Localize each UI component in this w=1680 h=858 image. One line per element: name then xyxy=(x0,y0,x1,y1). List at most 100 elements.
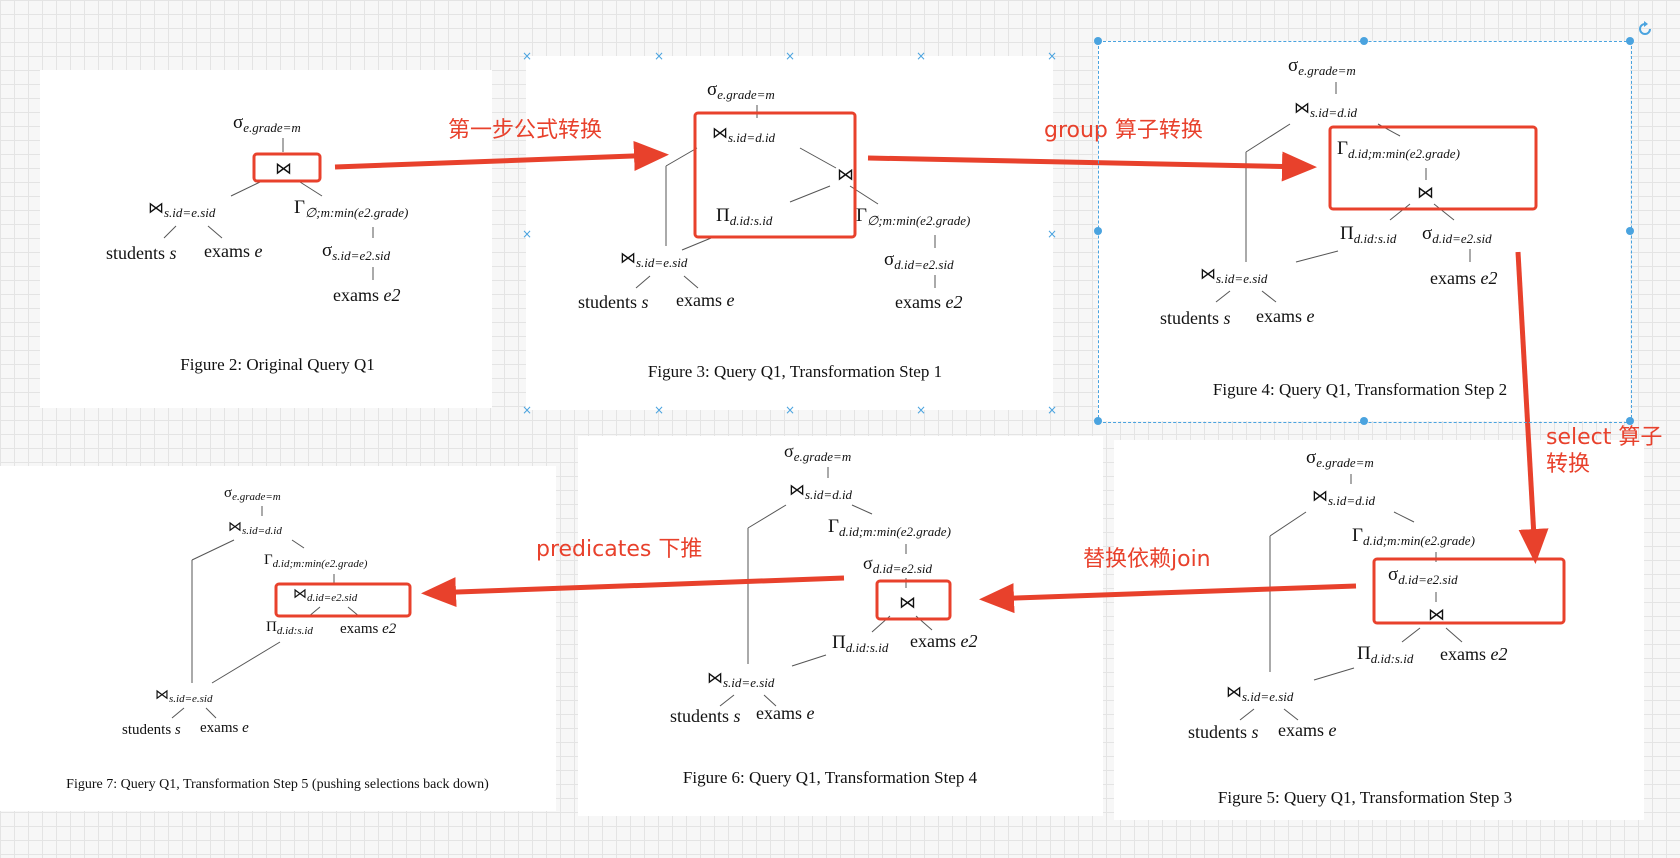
join-symbol: ⋈ xyxy=(837,165,854,184)
selection-frame[interactable] xyxy=(1098,41,1632,423)
svg-text:⋈s.id=e.sid: ⋈s.id=e.sid xyxy=(1200,266,1268,286)
relation-exams: exams xyxy=(676,290,722,310)
select-sub: e.grade=m xyxy=(232,491,281,503)
select-symbol: σ xyxy=(1422,223,1432,244)
project-sub: d.id:s.id xyxy=(846,640,889,655)
join-sub: s.id=e.sid xyxy=(169,693,213,705)
figure-4-panel[interactable] xyxy=(1098,41,1630,421)
anchor-marker: × xyxy=(654,403,665,417)
select-symbol: σ xyxy=(1306,447,1316,468)
select-sub: d.id=e2.sid xyxy=(873,561,933,576)
select-sub: e.grade=m xyxy=(1316,455,1374,470)
select-symbol: σ xyxy=(863,553,873,573)
svg-text:⋈s.id=d.id: ⋈s.id=d.id xyxy=(1312,488,1376,508)
svg-text:exams e: exams e xyxy=(1256,306,1314,326)
join-symbol: ⋈ xyxy=(789,482,805,499)
figure-7-caption: Figure 7: Query Q1, Transformation Step … xyxy=(66,777,489,792)
join-sub: s.id=d.id xyxy=(1328,493,1376,508)
select-symbol: σ xyxy=(707,79,717,100)
project-sub: d.id:s.id xyxy=(1354,231,1397,246)
svg-text:⋈s.id=e.sid: ⋈s.id=e.sid xyxy=(155,688,213,705)
resize-handle[interactable] xyxy=(1094,417,1102,425)
resize-handle[interactable] xyxy=(1626,37,1634,45)
join-symbol: ⋈ xyxy=(148,200,164,217)
join-symbol: ⋈ xyxy=(1417,183,1434,202)
figure-5-tree: σe.grade=m ⋈s.id=d.id Γd.id;m:min(e2.gra… xyxy=(1188,447,1566,742)
svg-text:exams e2: exams e2 xyxy=(333,285,400,305)
figure-3-tree: σe.grade=m ⋈s.id=d.id ⋈ Πd.id:s.id ⋈s.id… xyxy=(578,79,970,312)
project-sub: d.id:s.id xyxy=(277,625,314,637)
figure-3-panel[interactable] xyxy=(526,56,1053,410)
relation-exams: exams xyxy=(1430,268,1476,288)
select-symbol: σ xyxy=(322,240,332,261)
annotation-join: 替换依赖join xyxy=(1083,547,1211,572)
figure-6-caption: Figure 6: Query Q1, Transformation Step … xyxy=(682,768,978,787)
group-sub: ∅;m:min(e2.grade) xyxy=(305,205,408,220)
annotation-step1: 第一步公式转换 xyxy=(448,118,603,143)
relation-exams: exams xyxy=(1256,306,1302,326)
svg-text:students s: students s xyxy=(1188,722,1259,742)
svg-text:exams e2: exams e2 xyxy=(910,631,977,651)
join-symbol: ⋈ xyxy=(1428,605,1445,624)
anchor-marker: × xyxy=(522,49,533,63)
svg-text:students s: students s xyxy=(122,722,181,738)
svg-text:⋈s.id=d.id: ⋈s.id=d.id xyxy=(712,125,776,145)
svg-text:exams e2: exams e2 xyxy=(895,292,962,312)
svg-text:exams e: exams e xyxy=(204,241,262,261)
join-sub: s.id=e.sid xyxy=(636,255,688,270)
svg-text:Πd.id:s.id: Πd.id:s.id xyxy=(266,619,313,637)
join-sub: s.id=e.sid xyxy=(1216,271,1268,286)
svg-text:⋈d.id=e2.sid: ⋈d.id=e2.sid xyxy=(293,587,358,604)
svg-text:σd.id=e2.sid: σd.id=e2.sid xyxy=(1422,223,1492,246)
join-symbol: ⋈ xyxy=(1294,100,1310,117)
join-symbol: ⋈ xyxy=(899,593,916,612)
svg-text:Πd.id:s.id: Πd.id:s.id xyxy=(1340,223,1397,246)
annotation-select-1: select 算子 xyxy=(1546,425,1663,450)
svg-text:exams e2: exams e2 xyxy=(1440,644,1507,664)
join-sub: s.id=e.sid xyxy=(164,205,216,220)
highlight-box xyxy=(693,111,857,239)
svg-text:σe.grade=m: σe.grade=m xyxy=(707,79,775,102)
svg-text:students s: students s xyxy=(578,292,649,312)
join-sub: s.id=d.id xyxy=(728,130,776,145)
resize-handle[interactable] xyxy=(1360,417,1368,425)
join-symbol: ⋈ xyxy=(1226,684,1242,701)
figure-5-panel xyxy=(1114,440,1644,820)
relation-exams: exams xyxy=(756,703,802,723)
svg-text:σe.grade=m: σe.grade=m xyxy=(224,485,281,503)
figure-7-tree: σe.grade=m ⋈s.id=d.id Γd.id;m:min(e2.gra… xyxy=(122,485,412,738)
group-sub: d.id;m:min(e2.grade) xyxy=(273,558,368,570)
resize-handle[interactable] xyxy=(1626,417,1634,425)
svg-text:exams e: exams e xyxy=(756,703,814,723)
relation-exams: exams xyxy=(340,621,378,637)
annotation-select-2: 转换 xyxy=(1546,452,1591,477)
resize-handle[interactable] xyxy=(1094,37,1102,45)
svg-text:Γd.id;m:min(e2.grade): Γd.id;m:min(e2.grade) xyxy=(828,516,951,539)
svg-text:students s: students s xyxy=(106,243,177,263)
svg-text:σs.id=e2.sid: σs.id=e2.sid xyxy=(322,240,391,263)
svg-text:exams e2: exams e2 xyxy=(340,621,397,637)
anchor-marker: × xyxy=(654,49,665,63)
relation-exams: exams xyxy=(200,720,238,736)
svg-text:⋈s.id=d.id: ⋈s.id=d.id xyxy=(1294,100,1358,120)
svg-text:σe.grade=m: σe.grade=m xyxy=(1288,55,1356,78)
resize-handle[interactable] xyxy=(1094,227,1102,235)
arrow-join xyxy=(979,583,1357,614)
resize-handle[interactable] xyxy=(1626,227,1634,235)
join-sub: s.id=e.sid xyxy=(1242,689,1294,704)
relation-students: students xyxy=(1160,308,1219,328)
resize-handle[interactable] xyxy=(1360,37,1368,45)
svg-text:Γ∅;m:min(e2.grade): Γ∅;m:min(e2.grade) xyxy=(294,197,408,220)
group-symbol: Γ xyxy=(1352,525,1363,546)
anchor-marker: × xyxy=(916,49,927,63)
anchor-marker: × xyxy=(785,403,796,417)
svg-text:⋈s.id=e.sid: ⋈s.id=e.sid xyxy=(1226,684,1294,704)
svg-text:Γ∅;m:min(e2.grade): Γ∅;m:min(e2.grade) xyxy=(856,205,970,228)
select-symbol: σ xyxy=(1288,55,1298,76)
relation-exams: exams xyxy=(204,241,250,261)
anchor-marker: × xyxy=(916,403,927,417)
rotate-handle-icon[interactable] xyxy=(1636,20,1654,38)
select-sub: d.id=e2.sid xyxy=(1398,572,1458,587)
